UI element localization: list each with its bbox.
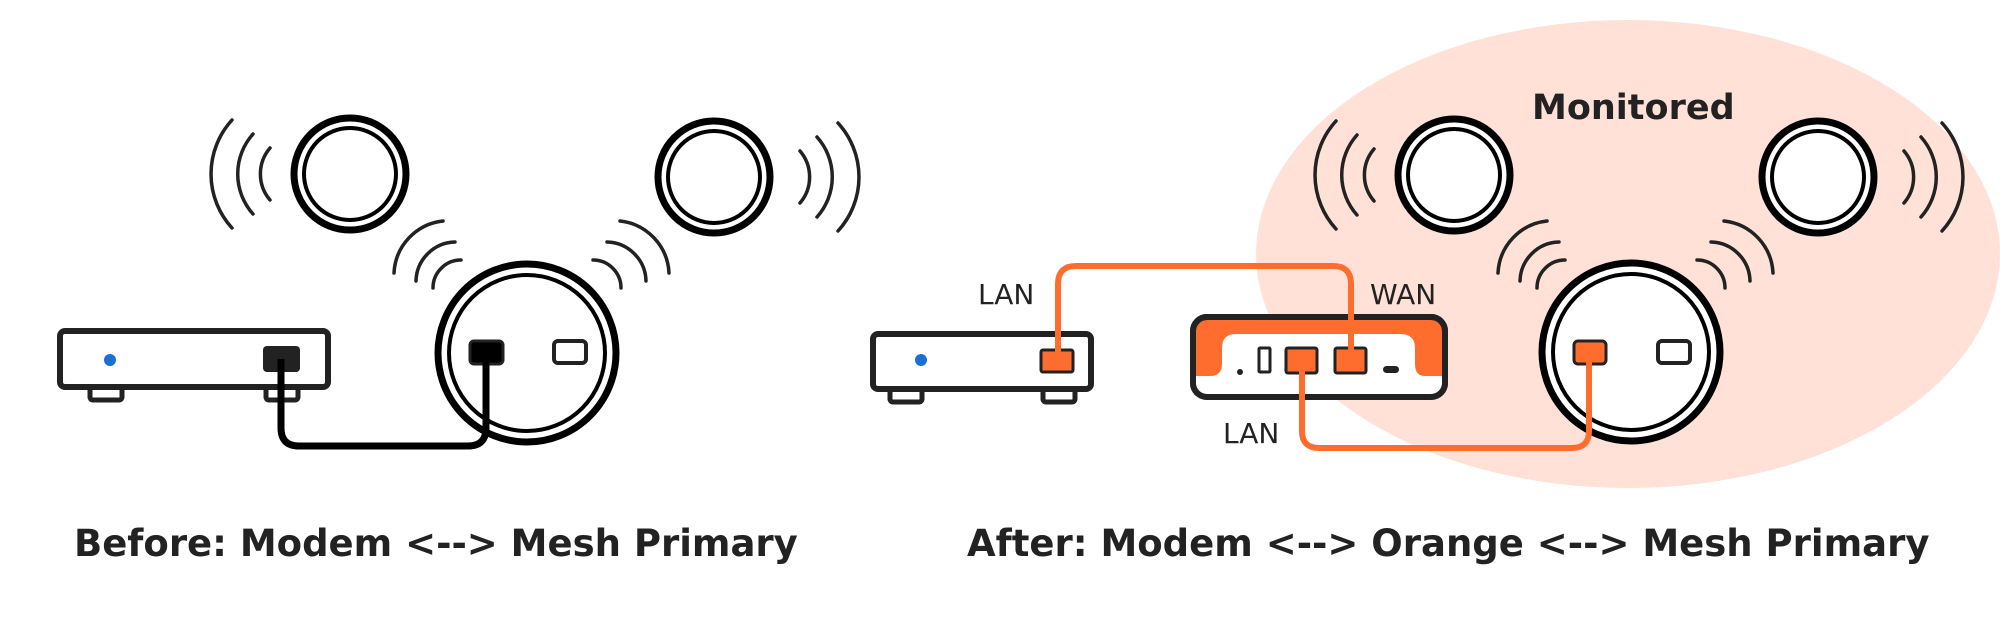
modem-to-wan-cable <box>1055 263 1354 352</box>
wifi-waves-icon <box>392 219 463 290</box>
wifi-waves-icon <box>1496 219 1567 290</box>
mesh-ethernet-port-empty <box>1656 339 1692 365</box>
mesh-ethernet-port-empty <box>552 339 588 365</box>
wifi-waves-icon <box>798 121 861 233</box>
mesh-primary <box>434 260 620 446</box>
usb-port <box>1383 366 1399 373</box>
status-led-icon <box>915 354 927 366</box>
wifi-waves-icon <box>1695 219 1775 290</box>
orange-router <box>1190 314 1448 400</box>
wifi-waves-icon <box>209 118 272 230</box>
wifi-waves-icon <box>591 219 671 290</box>
after-diagram: Monitored <box>870 20 2000 565</box>
modem <box>870 331 1094 405</box>
status-led-icon <box>104 354 116 366</box>
modem-lan-label: LAN <box>978 278 1034 311</box>
ethernet-cable <box>277 357 490 450</box>
modem-lan-port <box>1039 348 1075 374</box>
indicator-dot <box>1237 369 1243 375</box>
orange-lan-label: LAN <box>1223 417 1279 450</box>
wifi-waves-icon <box>1902 121 1965 233</box>
before-diagram: Before: Modem <--> Mesh Primary <box>57 114 861 565</box>
lan-to-mesh-cable <box>1299 356 1592 451</box>
orange-wan-port <box>1333 346 1368 375</box>
mesh-primary <box>1538 259 1724 445</box>
mesh-satellite-left <box>290 114 410 234</box>
before-caption: Before: Modem <--> Mesh Primary <box>74 522 798 565</box>
monitored-zone-label: Monitored <box>1532 88 1735 128</box>
after-caption: After: Modem <--> Orange <--> Mesh Prima… <box>967 522 1929 565</box>
orange-wan-label: WAN <box>1370 278 1436 311</box>
mesh-satellite-right <box>654 117 774 237</box>
mesh-satellite-right <box>1758 117 1878 237</box>
mesh-satellite-left <box>1394 115 1514 235</box>
wifi-waves-icon <box>1313 119 1376 231</box>
modem <box>57 328 331 403</box>
power-port <box>1257 346 1272 374</box>
